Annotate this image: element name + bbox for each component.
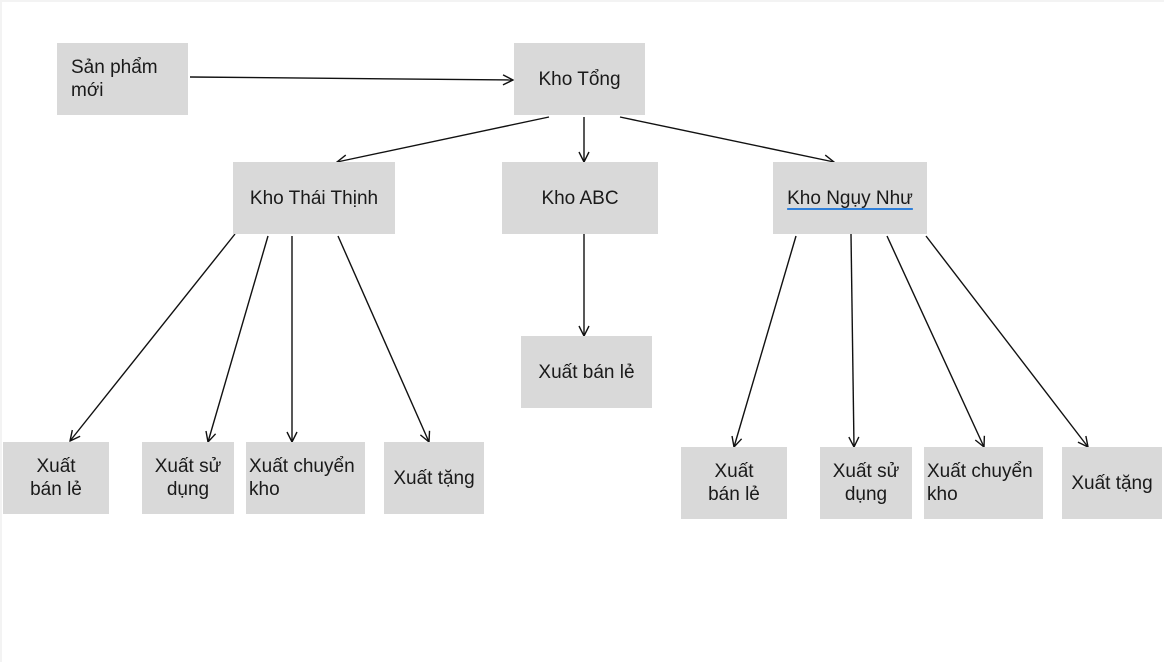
node-nn-xuat-tang[interactable]: Xuất tặng [1062, 447, 1162, 519]
node-label: Sản phẩm mới [71, 57, 158, 101]
node-tt-xuat-su-dung[interactable]: Xuất sử dụng [142, 442, 234, 514]
node-label: Kho ABC [541, 187, 619, 209]
node-label: Xuất chuyển kho [927, 461, 1033, 505]
node-label: Xuất bán lẻ [708, 461, 760, 505]
node-label: Xuất tặng [1071, 472, 1153, 494]
node-label: Xuất sử dụng [832, 461, 900, 505]
node-tt-xuat-tang[interactable]: Xuất tặng [384, 442, 484, 514]
node-nn-xuat-su-dung[interactable]: Xuất sử dụng [820, 447, 912, 519]
node-nn-xuat-ban-le[interactable]: Xuất bán lẻ [681, 447, 787, 519]
node-label: Kho Tổng [538, 68, 621, 90]
node-tt-xuat-ban-le[interactable]: Xuất bán lẻ [3, 442, 109, 514]
node-label: Kho Ngụy Như [787, 187, 913, 209]
node-abc-xuat-ban-le[interactable]: Xuất bán lẻ [521, 336, 652, 408]
node-label: Xuất tặng [393, 467, 475, 489]
node-san-pham-moi[interactable]: Sản phẩm mới [57, 43, 188, 115]
node-label: Xuất bán lẻ [538, 361, 635, 383]
node-kho-nguy-nhu[interactable]: Kho Ngụy Như [773, 162, 927, 234]
node-label: Xuất bán lẻ [30, 456, 82, 500]
node-kho-tong[interactable]: Kho Tổng [514, 43, 645, 115]
node-kho-abc[interactable]: Kho ABC [502, 162, 658, 234]
node-tt-xuat-chuyen-kho[interactable]: Xuất chuyển kho [246, 442, 365, 514]
node-kho-thai-thinh[interactable]: Kho Thái Thịnh [233, 162, 395, 234]
node-label: Kho Thái Thịnh [249, 187, 379, 209]
node-label: Xuất chuyển kho [249, 456, 355, 500]
node-label: Xuất sử dụng [154, 456, 222, 500]
node-nn-xuat-chuyen-kho[interactable]: Xuất chuyển kho [924, 447, 1043, 519]
